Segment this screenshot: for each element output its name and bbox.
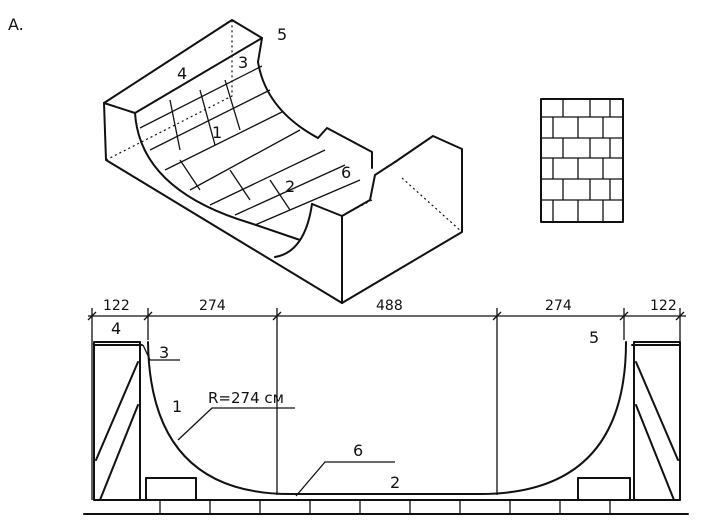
base-slats — [159, 500, 611, 514]
dimension-ticks — [91, 308, 681, 500]
section-label-2: 2 — [390, 473, 400, 492]
iso-panel-lines — [139, 65, 361, 226]
radius-leader — [177, 407, 295, 441]
iso-label-5: 5 — [277, 25, 287, 44]
right-support-box — [577, 477, 631, 501]
iso-label-2: 2 — [285, 177, 295, 196]
dim-flat-bottom: 488 — [376, 298, 403, 314]
iso-panel-joints — [169, 79, 291, 211]
radius-label: R=274 см — [208, 389, 284, 407]
left-deck-bracing — [93, 344, 143, 501]
section-label-4: 4 — [111, 319, 121, 338]
iso-top-edge — [103, 19, 263, 104]
iso-label-6: 6 — [341, 163, 351, 182]
right-deck-bracing — [631, 344, 681, 501]
section-label-6: 6 — [353, 441, 363, 460]
dim-right-transition: 274 — [545, 298, 572, 314]
isometric-view: 4 3 5 1 2 6 — [103, 19, 463, 304]
coping-leader — [295, 461, 395, 497]
leader-3 — [142, 344, 180, 361]
transition-curve — [147, 341, 627, 495]
right-deck-frame — [633, 341, 681, 501]
section-label-3: 3 — [159, 343, 169, 362]
iso-coping-6 — [341, 161, 396, 217]
iso-right-block — [341, 135, 463, 304]
section-view: 122 274 488 274 122 R=274 см 4 3 1 6 2 5 — [83, 298, 689, 515]
iso-hidden-lines — [105, 20, 463, 233]
left-support-box — [145, 477, 197, 501]
iso-back-curve — [257, 61, 319, 139]
dimension-arrows — [87, 311, 685, 321]
iso-deck-edge — [103, 37, 263, 114]
dim-left-deck: 122 — [103, 298, 130, 314]
iso-label-1: 1 — [212, 123, 222, 142]
iso-bottom-back — [317, 127, 373, 169]
figure-letter: A. — [8, 15, 24, 34]
brick-joints — [552, 99, 611, 222]
iso-label-4: 4 — [177, 64, 187, 83]
iso-left-curve — [134, 112, 301, 241]
brick-courses — [541, 116, 623, 201]
iso-label-3: 3 — [238, 53, 248, 72]
dim-right-deck: 122 — [650, 298, 677, 314]
left-deck-frame — [93, 341, 141, 501]
brick-pattern — [540, 98, 624, 223]
iso-right-curve — [274, 203, 313, 258]
brick-frame — [540, 98, 624, 223]
dim-left-transition: 274 — [199, 298, 226, 314]
section-label-5: 5 — [589, 328, 599, 347]
section-label-1: 1 — [172, 397, 182, 416]
